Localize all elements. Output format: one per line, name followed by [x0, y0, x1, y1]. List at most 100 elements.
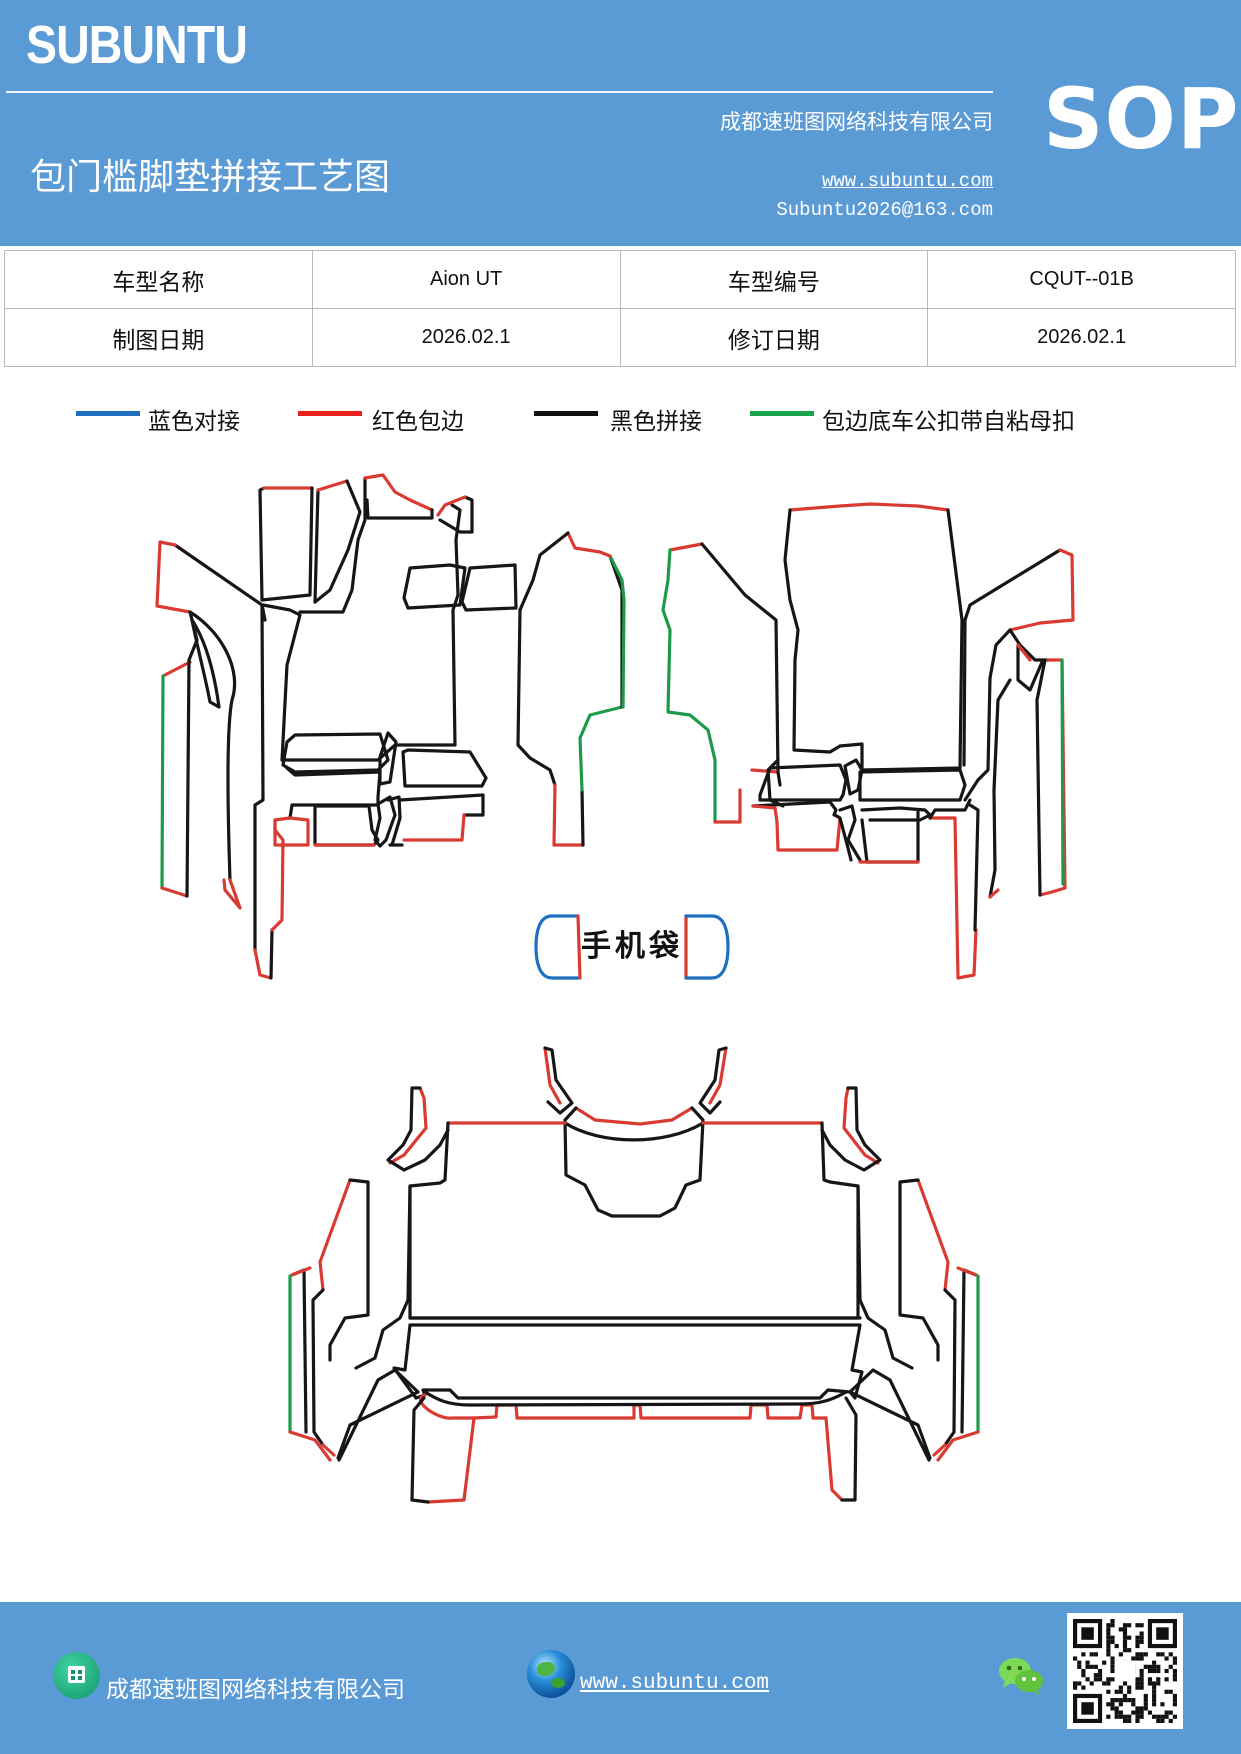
- building-shape: [68, 1666, 85, 1683]
- legend-label: 蓝色对接: [148, 409, 240, 435]
- mat-piece: [402, 813, 466, 842]
- mat-piece: [222, 878, 242, 910]
- mat-piece: [518, 531, 570, 612]
- globe-icon: [527, 1650, 575, 1698]
- rear-mat-group: [288, 1046, 980, 1504]
- mat-piece: [708, 1046, 728, 1105]
- mat-piece: [398, 793, 485, 817]
- mat-piece: [563, 1121, 705, 1142]
- mat-piece: [260, 486, 314, 602]
- mat-piece: [916, 1178, 950, 1292]
- mat-piece: [386, 795, 402, 847]
- legend-label: 包边底车公扣带自粘母扣: [822, 409, 1075, 435]
- mat-piece: [173, 543, 267, 622]
- mat-piece: [269, 928, 274, 980]
- mat-piece: [700, 542, 780, 774]
- mat-piece: [543, 1046, 562, 1105]
- mat-piece: [698, 1046, 728, 1115]
- mat-piece: [253, 948, 273, 980]
- mat-piece: [388, 1086, 428, 1165]
- legend-swatch: [298, 411, 362, 416]
- brand-logo: SUBUNTU: [26, 15, 248, 75]
- mat-piece: [313, 488, 320, 604]
- wechat-icon: [999, 1658, 1043, 1695]
- mat-piece: [928, 798, 972, 820]
- value-model-code: CQUT--01B: [927, 250, 1236, 309]
- mat-piece: [856, 1184, 914, 1370]
- mat-piece: [848, 1368, 932, 1462]
- mat-piece: [516, 608, 557, 787]
- mat-piece: [316, 479, 349, 492]
- mat-piece: [401, 748, 488, 788]
- header-divider: [6, 91, 993, 93]
- mat-piece: [155, 540, 192, 614]
- table-row: 车型名称 Aion UT 车型编号 CQUT--01B: [4, 250, 1236, 309]
- mat-piece: [788, 502, 950, 512]
- website-link[interactable]: www.subuntu.com: [821, 170, 993, 192]
- mat-piece: [313, 804, 380, 847]
- footer-company-name: 成都速班图网络科技有限公司: [106, 1677, 405, 1703]
- legend-swatch: [76, 411, 140, 416]
- mat-piece: [419, 1393, 476, 1420]
- mat-piece: [188, 610, 237, 882]
- mat-piece: [578, 705, 624, 792]
- mat-piece: [820, 1086, 882, 1172]
- mat-piece: [386, 1086, 450, 1172]
- sop-badge: SOP: [1043, 70, 1240, 168]
- email-address: Subuntu2026@163.com: [776, 199, 993, 221]
- mat-piece: [1038, 658, 1067, 897]
- mat-piece: [552, 783, 585, 847]
- mat-piece: [838, 804, 862, 862]
- mat-piece: [840, 1396, 858, 1502]
- mat-piece: [956, 1266, 978, 1277]
- mat-piece: [963, 628, 1012, 802]
- mat-piece: [968, 803, 980, 932]
- front-right-mat-group: [661, 502, 1075, 980]
- mat-piece: [684, 914, 730, 980]
- mat-piece: [661, 548, 717, 824]
- building-icon: [53, 1652, 100, 1699]
- mat-piece: [842, 1086, 880, 1165]
- mat-piece: [608, 554, 626, 709]
- mat-piece: [408, 1121, 860, 1320]
- mat-piece: [460, 563, 518, 612]
- qr-code-pattern: [1073, 1619, 1177, 1723]
- mat-piece: [1016, 643, 1032, 662]
- mat-piece: [766, 758, 785, 808]
- mat-piece: [318, 1178, 352, 1292]
- document-title: 包门槛脚垫拼接工艺图: [30, 157, 391, 198]
- mat-piece: [185, 610, 199, 898]
- mat-piece: [472, 1403, 828, 1420]
- mat-piece: [1016, 643, 1045, 692]
- mat-piece: [311, 1288, 325, 1447]
- mat-piece: [436, 495, 467, 517]
- mat-piece: [750, 768, 780, 774]
- value-draw-date: 2026.02.1: [311, 308, 621, 367]
- label-draw-date: 制图日期: [4, 308, 313, 367]
- mat-piece: [365, 498, 434, 520]
- legend-label: 红色包边: [372, 409, 464, 435]
- mat-piece: [270, 816, 292, 932]
- mat-piece: [328, 1178, 370, 1362]
- qr-code[interactable]: [1067, 1613, 1183, 1729]
- phone-bag-group: 手机袋: [534, 914, 730, 980]
- mat-piece: [402, 563, 467, 610]
- mat-piece: [576, 914, 582, 980]
- front-left-mat-group: [155, 473, 626, 980]
- mat-piece: [378, 731, 398, 786]
- mat-piece: [758, 763, 848, 802]
- mat-piece: [160, 674, 165, 890]
- mat-piece: [354, 1184, 412, 1370]
- label-model-name: 车型名称: [4, 250, 313, 309]
- mat-piece: [534, 914, 580, 980]
- footer-website-link[interactable]: www.subuntu.com: [580, 1672, 770, 1695]
- mat-piece: [261, 603, 302, 762]
- mat-piece: [668, 542, 704, 552]
- mat-piece: [438, 495, 474, 534]
- mat-piece: [253, 603, 265, 952]
- mat-piece: [898, 1178, 940, 1362]
- mat-piece: [392, 1323, 864, 1400]
- label-revision-date: 修订日期: [619, 308, 929, 367]
- mat-piece: [190, 618, 221, 709]
- mat-piece: [426, 1416, 476, 1504]
